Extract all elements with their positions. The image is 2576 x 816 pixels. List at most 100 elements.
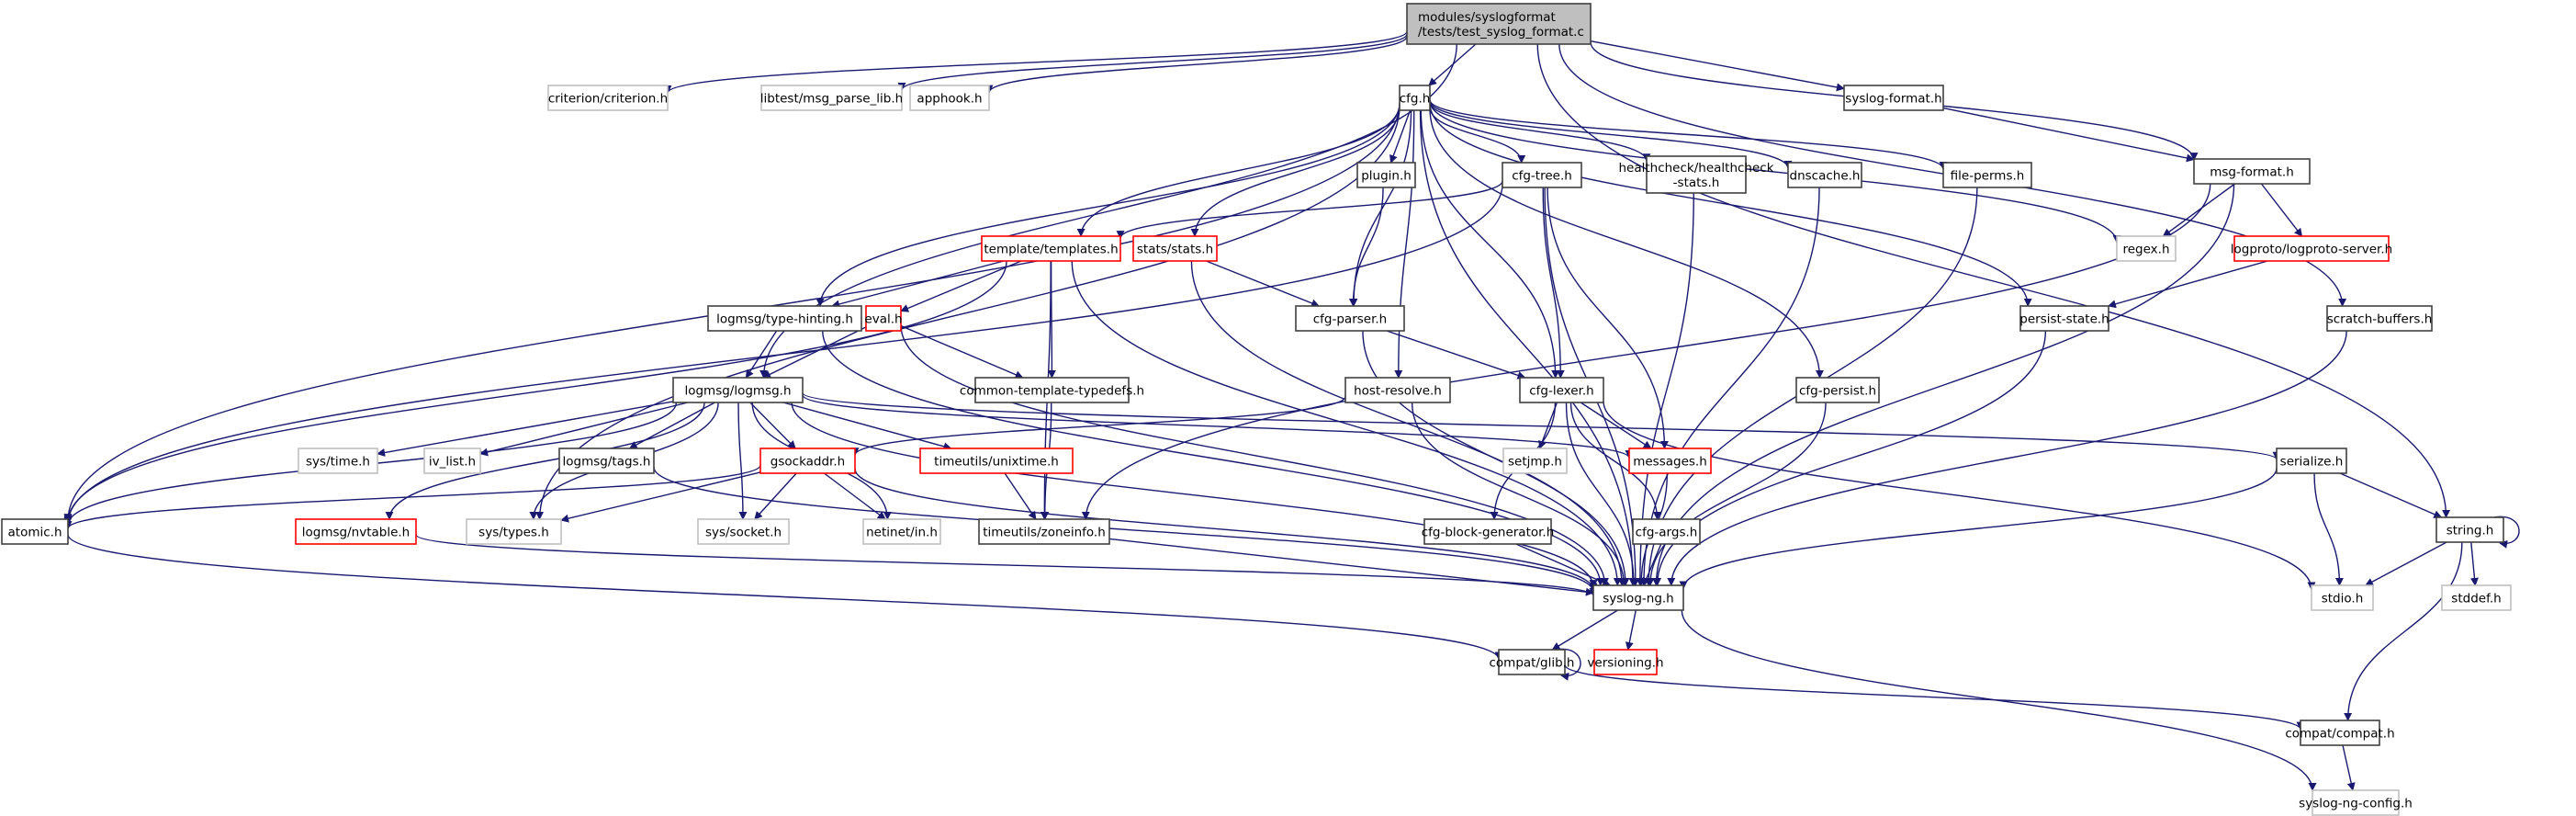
node-messages[interactable]: messages.h (1628, 448, 1712, 474)
node-eval[interactable]: eval.h (864, 305, 903, 332)
edge-cfg-to-host_resolve (1394, 109, 1415, 379)
node-templates[interactable]: template/templates.h (981, 235, 1121, 262)
node-msg-format[interactable]: msg-format.h (2193, 158, 2311, 185)
edge-cfg-to-cfg_persist (1429, 108, 1824, 379)
node-syslog-ng[interactable]: syslog-ng.h (1592, 584, 1684, 611)
node-setjmp[interactable]: setjmp.h (1502, 448, 1568, 474)
node-label: plugin.h (1361, 169, 1412, 184)
node-sys-time[interactable]: sys/time.h (298, 448, 378, 474)
node-stdio[interactable]: stdio.h (2311, 584, 2374, 611)
edges-layer (63, 30, 2520, 791)
edge-compat_compat-to-syslog_ng_config (2342, 744, 2356, 791)
node-box (1942, 162, 2032, 188)
node-cfg[interactable]: cfg.h (1399, 85, 1431, 111)
node-logmsg-tags[interactable]: logmsg/tags.h (558, 448, 655, 474)
node-iv-list[interactable]: iv_list.h (423, 448, 481, 474)
node-sys-socket[interactable]: sys/socket.h (697, 518, 790, 545)
edge-logmsg-to-gsockaddr (749, 402, 796, 449)
node-sys-types[interactable]: sys/types.h (466, 518, 562, 545)
node-msg-parse-lib[interactable]: libtest/msg_parse_lib.h (760, 85, 903, 111)
edge-nvtable-to-syslog_ng (415, 534, 1598, 596)
node-criterion[interactable]: criterion/criterion.h (547, 85, 669, 111)
node-box (697, 518, 790, 545)
node-atomic[interactable]: atomic.h (1, 518, 69, 545)
node-dnscache[interactable]: dnscache.h (1787, 162, 1862, 188)
node-box (2300, 720, 2380, 746)
node-nvtable[interactable]: logmsg/nvtable.h (295, 518, 417, 545)
node-box (1646, 155, 1747, 194)
edge-string_h-to-stdio (2365, 541, 2447, 586)
edge-root-to-apphook (984, 36, 1408, 94)
node-healthcheck[interactable]: healthcheck/healthcheck-stats.h (1618, 155, 1774, 194)
node-netinet-in[interactable]: netinet/in.h (862, 518, 941, 545)
node-box (1795, 377, 1880, 403)
node-box (760, 85, 903, 111)
node-logproto-server[interactable]: logproto/logproto-server.h (2231, 235, 2392, 262)
edge-cfg_persist-to-syslog_ng (1646, 402, 1827, 586)
node-cfg-block-generator[interactable]: cfg-block-generator.h (1422, 518, 1555, 545)
node-compat-glib[interactable]: compat/glib.h (1489, 649, 1575, 675)
node-box (466, 518, 562, 545)
edge-plugin-to-cfg_parser (1348, 187, 1384, 307)
edge-gsockaddr-to-atomic (63, 464, 761, 530)
node-cfg-persist[interactable]: cfg-persist.h (1795, 377, 1880, 403)
node-serialize[interactable]: serialize.h (2276, 448, 2347, 474)
node-persist-state[interactable]: persist-state.h (2019, 305, 2109, 332)
node-box (1843, 85, 1944, 111)
edge-msg_format-to-regex (2162, 183, 2235, 237)
node-label: cfg-persist.h (1799, 384, 1876, 399)
edge-eval-to-logmsg (762, 326, 867, 379)
edge-cfg_parser-to-syslog_ng (1362, 330, 1630, 586)
node-box (2276, 448, 2347, 474)
edge-msg_format-to-logproto_server (2260, 183, 2303, 237)
node-box (1593, 649, 1658, 675)
edge-cfg-to-type_hinting (816, 103, 1400, 307)
node-plugin[interactable]: plugin.h (1356, 162, 1416, 188)
node-syslog-ng-config[interactable]: syslog-ng-config.h (2299, 789, 2413, 816)
node-compat-compat[interactable]: compat/compat.h (2285, 720, 2395, 746)
node-file-perms[interactable]: file-perms.h (1942, 162, 2032, 188)
node-root[interactable]: modules/syslogformat/tests/test_syslog_f… (1406, 3, 1592, 45)
node-logmsg[interactable]: logmsg/logmsg.h (672, 377, 804, 403)
node-versioning[interactable]: versioning.h (1587, 649, 1664, 675)
node-box (978, 518, 1110, 545)
node-type-hinting[interactable]: logmsg/type-hinting.h (707, 305, 862, 332)
node-cfg-lexer[interactable]: cfg-lexer.h (1519, 377, 1604, 403)
node-label: logmsg/logmsg.h (684, 384, 791, 399)
node-box (2435, 516, 2504, 543)
edge-syslog_ng-to-versioning (1625, 609, 1637, 651)
node-scratch-buffers[interactable]: scratch-buffers.h (2326, 305, 2433, 332)
node-label: cfg-lexer.h (1529, 384, 1593, 399)
node-label: healthcheck/healthcheck (1618, 161, 1773, 176)
node-stats[interactable]: stats/stats.h (1132, 235, 1218, 262)
edge-cfg_block_generator-to-syslog_ng (1515, 543, 1612, 586)
node-label: logmsg/tags.h (563, 455, 651, 470)
edge-type_hinting-to-logmsg (745, 330, 778, 379)
node-apphook[interactable]: apphook.h (909, 85, 990, 111)
node-gsockaddr[interactable]: gsockaddr.h (759, 448, 856, 474)
edge-cfg_args-to-syslog_ng (1642, 543, 1662, 586)
node-host-resolve[interactable]: host-resolve.h (1344, 377, 1451, 403)
node-label: sys/socket.h (705, 526, 782, 540)
node-label: setjmp.h (1508, 455, 1562, 470)
node-zoneinfo[interactable]: timeutils/zoneinfo.h (978, 518, 1110, 545)
edge-cfg_tree-to-messages (1547, 187, 1669, 449)
node-syslog-format[interactable]: syslog-format.h (1843, 85, 1944, 111)
node-box (2233, 235, 2390, 262)
edge-cfg_tree-to-cfg_lexer (1542, 187, 1565, 379)
edge-cfg_parser-to-cfg_lexer (1386, 330, 1526, 380)
node-box (1344, 377, 1451, 403)
node-cfg-parser[interactable]: cfg-parser.h (1295, 305, 1405, 332)
node-string-h[interactable]: string.h (2435, 516, 2504, 543)
node-regex[interactable]: regex.h (2116, 235, 2177, 262)
edge-gsockaddr-to-sys_socket (754, 472, 797, 520)
node-unixtime[interactable]: timeutils/unixtime.h (919, 448, 1074, 474)
node-cfg-tree[interactable]: cfg-tree.h (1502, 162, 1582, 188)
edge-root-to-msg_parse_lib (897, 33, 1408, 91)
node-cfg-args[interactable]: cfg-args.h (1632, 518, 1701, 545)
node-box (707, 305, 862, 332)
node-common-template-typedefs[interactable]: common-template-typedefs.h (960, 377, 1144, 403)
node-stddef[interactable]: stddef.h (2441, 584, 2512, 611)
edge-templates-to-eval (900, 260, 1022, 312)
